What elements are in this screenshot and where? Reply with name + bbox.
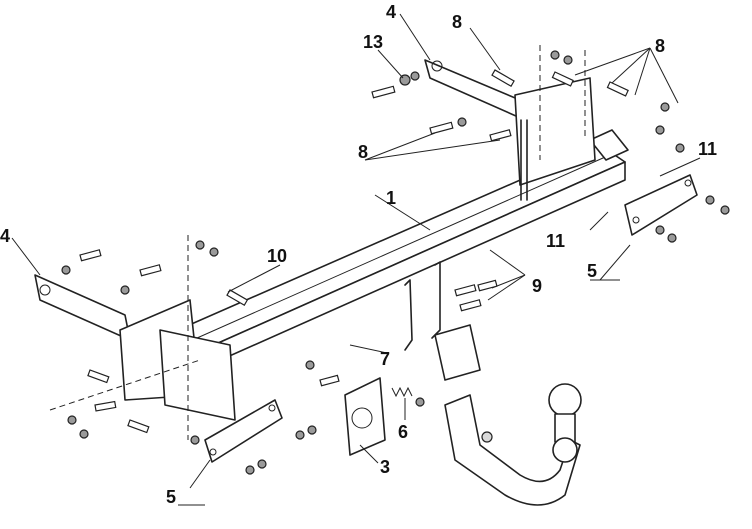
label-8-top: 8 xyxy=(452,12,462,32)
label-13: 13 xyxy=(363,32,383,52)
leader-lines xyxy=(11,13,701,506)
cross-beam xyxy=(154,129,629,379)
upper-right-bracket xyxy=(424,45,596,201)
label-8-right: 8 xyxy=(655,36,665,56)
label-9: 9 xyxy=(532,276,542,296)
label-4-top: 4 xyxy=(386,2,396,22)
socket-holder xyxy=(434,324,481,381)
label-11-top: 11 xyxy=(698,139,717,159)
label-4-left: 4 xyxy=(0,226,10,246)
right-side-plate xyxy=(624,174,698,236)
spring xyxy=(391,386,425,407)
label-7: 7 xyxy=(380,349,390,369)
part-labels: 1 3 4 4 5 5 6 7 8 8 8 9 10 11 11 13 xyxy=(0,2,717,507)
detachable-ball-neck xyxy=(444,383,582,506)
label-8-left: 8 xyxy=(358,142,368,162)
label-6: 6 xyxy=(398,422,408,442)
label-5-left: 5 xyxy=(166,487,176,507)
fasteners xyxy=(61,50,730,475)
label-1: 1 xyxy=(386,188,396,208)
left-bracket xyxy=(34,235,236,440)
left-side-plate xyxy=(204,399,283,463)
label-10: 10 xyxy=(267,246,287,266)
label-5-right: 5 xyxy=(587,261,597,281)
socket-plate xyxy=(344,377,386,456)
label-3: 3 xyxy=(380,457,390,477)
label-11-bottom: 11 xyxy=(546,231,565,251)
